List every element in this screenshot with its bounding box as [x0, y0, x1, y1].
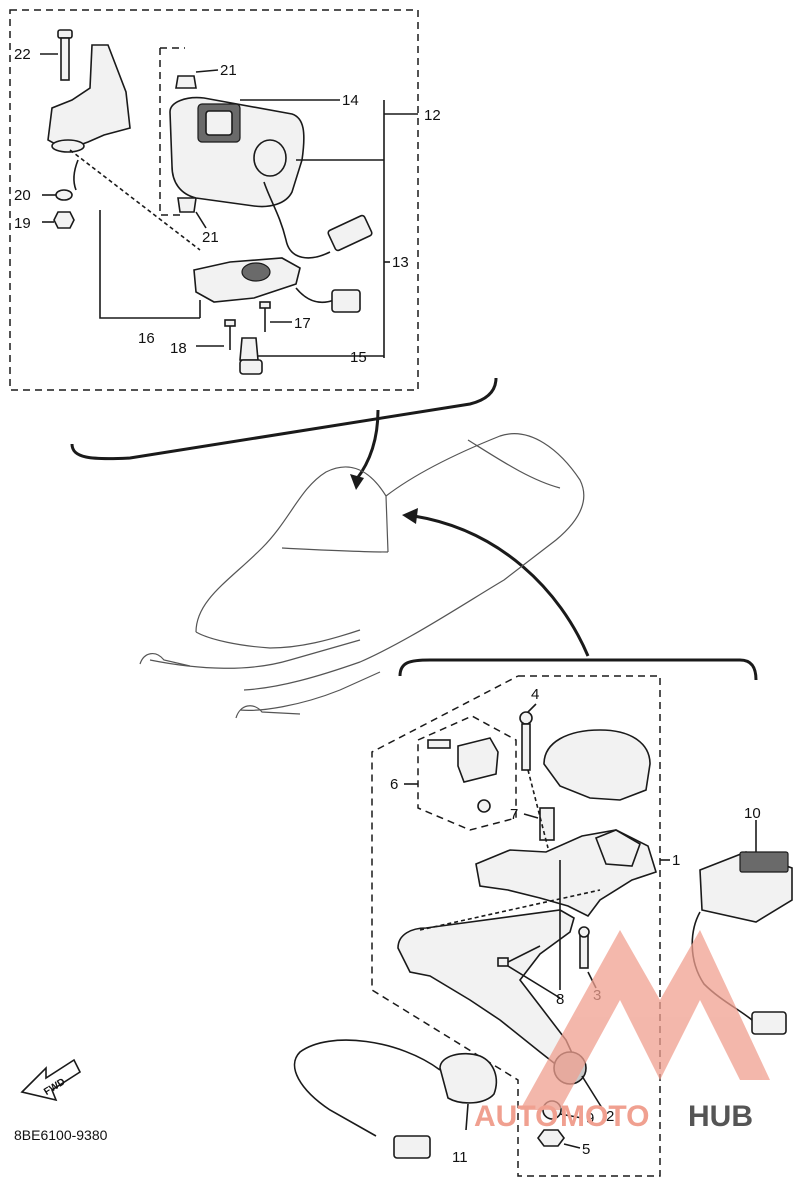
callout-8: 8: [556, 991, 564, 1008]
washer-20: [55, 189, 73, 201]
callout-13: 13: [392, 254, 409, 271]
callout-10: 10: [744, 805, 761, 822]
callout-14: 14: [342, 92, 359, 109]
top-assembly-frame: [9, 9, 419, 391]
switch-connector: [327, 214, 373, 252]
sub-assembly-bracket: [159, 47, 185, 216]
leader-4: [527, 703, 537, 713]
leader-bracket-14-15: [240, 99, 385, 358]
callout-17: 17: [294, 315, 311, 332]
bolt-4: [519, 711, 533, 771]
collar-7: [539, 807, 555, 841]
callout-5: 5: [582, 1141, 590, 1158]
fwd-arrow: FWD: [20, 1058, 82, 1102]
top-detail-bracket-line: [70, 377, 498, 461]
screw-18: [224, 319, 236, 350]
bottom-detail-bracket-line: [398, 658, 758, 681]
sensor-cable: [293, 1039, 441, 1137]
leader-21b: [195, 211, 207, 229]
grommet-21-top: [175, 75, 197, 89]
screw-17: [259, 301, 271, 332]
callout-15: 15: [350, 349, 367, 366]
switch-boss: [253, 139, 287, 177]
switch-button-face: [205, 110, 233, 136]
leader-21a: [195, 69, 219, 73]
callout-7: 7: [510, 806, 518, 823]
callout-19: 19: [14, 215, 31, 232]
callout-22: 22: [14, 46, 31, 63]
callout-11: 11: [452, 1149, 468, 1166]
diagram-code: 8BE6100-9380: [14, 1127, 108, 1143]
axis-dashed-bottom: [419, 889, 601, 931]
nut-6: [477, 799, 491, 813]
snowmobile-outline: [139, 433, 585, 719]
watermark-text-hub: HUB: [688, 1100, 753, 1133]
screw-8: [497, 945, 541, 967]
callout-9: 9: [586, 1110, 594, 1127]
bracket-boss: [51, 139, 85, 153]
callout-21-bottom: 21: [202, 229, 219, 246]
housing-detail: [594, 829, 641, 867]
switch-cable: [263, 181, 331, 259]
callout-21-top: 21: [220, 62, 237, 79]
switch-base-knob: [241, 262, 271, 282]
callout-1: 1: [672, 852, 680, 869]
grommet-21-bottom: [177, 197, 197, 213]
watermark-text-auto: AUTO: [474, 1100, 558, 1133]
screw-6: [427, 739, 451, 749]
module-10-connector: [751, 1011, 787, 1035]
leader-2: [581, 1075, 603, 1109]
leader-axis-dashed: [69, 149, 201, 251]
grip-cap: [543, 729, 651, 801]
watermark-logo: [520, 930, 770, 1110]
leader-5: [563, 1143, 581, 1149]
leader-9: [559, 1113, 583, 1119]
bolt-22: [57, 29, 73, 81]
screw-3: [578, 926, 590, 969]
bottom-pointer-arrow: [413, 514, 590, 657]
base-cable: [295, 287, 335, 304]
switch-base-16: [193, 257, 301, 303]
callout-12: 12: [424, 107, 441, 124]
callout-4: 4: [531, 686, 539, 703]
top-assembly-group: [9, 9, 419, 391]
block-6: [457, 737, 499, 783]
nut-5: [537, 1129, 565, 1147]
base-connector: [331, 289, 361, 313]
sensor-11: [439, 1052, 498, 1104]
callout-2: 2: [606, 1108, 614, 1125]
leader-16: [99, 210, 201, 319]
watermark-text-moto: MOTO: [560, 1100, 649, 1133]
bottom-pointer-head: [402, 508, 418, 524]
leader-11: [465, 1103, 469, 1131]
top-pointer-arrow: [354, 409, 380, 481]
top-pointer-head: [350, 474, 364, 490]
throttle-lever-2: [397, 909, 579, 1076]
nut-19: [53, 211, 75, 229]
bracket-wire: [73, 159, 79, 191]
callout-20: 20: [14, 187, 31, 204]
module-10-top: [739, 851, 789, 873]
bottom-assembly-group: [293, 675, 793, 1177]
watermark-triangle: [520, 930, 770, 1110]
sensor-connector: [393, 1135, 431, 1159]
callout-16: 16: [138, 330, 155, 347]
leader-8: [507, 860, 561, 999]
leader-7: [523, 813, 539, 819]
bottom-assembly-frame: [371, 675, 661, 1177]
sub-assembly-6-frame: [417, 715, 517, 831]
callout-18: 18: [170, 340, 187, 357]
bolt-15: [239, 337, 263, 375]
callout-6: 6: [390, 776, 398, 793]
